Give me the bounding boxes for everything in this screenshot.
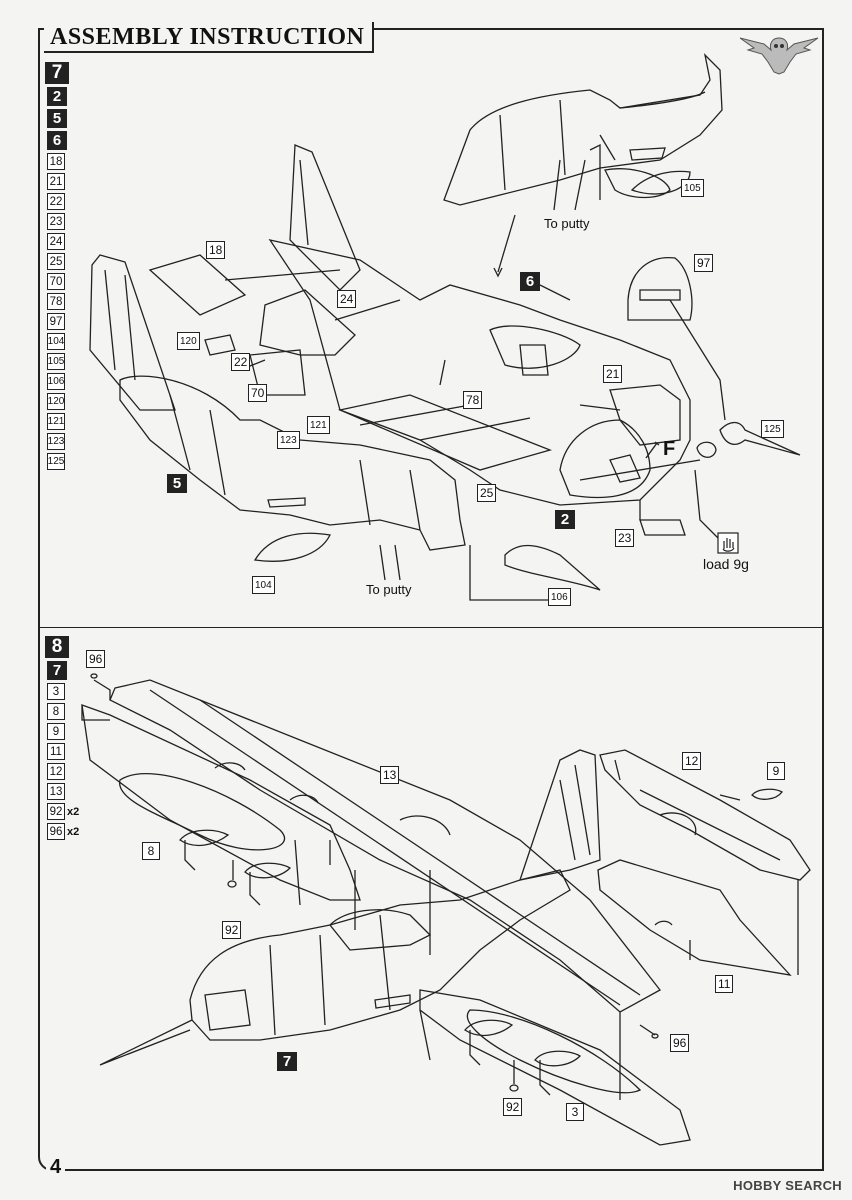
part-callout-78: 78	[463, 391, 483, 409]
part-number: 9	[47, 723, 65, 740]
part-callout-23: 23	[615, 529, 635, 547]
watermark: HOBBY SEARCH	[733, 1178, 842, 1193]
part-number: 104	[47, 333, 65, 350]
step8-number: 8	[45, 636, 69, 658]
part-number: 105	[47, 353, 65, 370]
part-number: 22	[47, 193, 65, 210]
part-callout-92: 92	[503, 1098, 523, 1116]
part-number: 92	[47, 803, 65, 820]
f-marker: F	[663, 438, 676, 460]
part-callout-11: 11	[715, 975, 734, 993]
part-callout-9: 9	[767, 762, 785, 780]
part-number: 23	[47, 213, 65, 230]
page-title: ASSEMBLY INSTRUCTION	[44, 22, 375, 53]
load-weight-note: load 9g	[703, 556, 749, 572]
part-callout-70: 70	[248, 384, 268, 402]
part-callout-3: 3	[566, 1103, 584, 1121]
part-number: 96	[47, 823, 65, 840]
prereq-step: 5	[47, 109, 67, 128]
part-number: 106	[47, 373, 65, 390]
part-quantity: x2	[67, 825, 80, 838]
part-callout-18: 18	[206, 241, 226, 259]
subassembly-marker: 7	[277, 1052, 297, 1071]
part-callout-121: 121	[307, 416, 330, 434]
part-callout-97: 97	[694, 254, 714, 272]
subassembly-marker: 6	[520, 272, 540, 291]
part-number: 3	[47, 683, 65, 700]
part-callout-105: 105	[681, 179, 704, 197]
part-number: 25	[47, 253, 65, 270]
part-number: 78	[47, 293, 65, 310]
part-callout-96: 96	[670, 1034, 690, 1052]
prereq-step: 2	[47, 87, 67, 106]
prereq-step: 7	[47, 661, 67, 680]
part-callout-106: 106	[548, 588, 571, 606]
part-number: 11	[47, 743, 65, 760]
owl-logo-icon	[739, 37, 819, 75]
part-callout-123: 123	[277, 431, 300, 449]
part-number: 125	[47, 453, 65, 470]
part-callout-21: 21	[603, 365, 623, 383]
part-callout-22: 22	[231, 353, 251, 371]
putty-note: To putty	[366, 582, 412, 597]
step-divider	[38, 627, 824, 628]
putty-note: To putty	[544, 216, 590, 231]
part-number: 24	[47, 233, 65, 250]
paint-brush-icon	[645, 441, 660, 459]
part-callout-24: 24	[337, 290, 357, 308]
part-quantity: x2	[67, 805, 80, 818]
part-callout-8: 8	[142, 842, 160, 860]
part-number: 8	[47, 703, 65, 720]
part-callout-104: 104	[252, 576, 275, 594]
step7-number: 7	[45, 62, 69, 84]
part-callout-13: 13	[380, 766, 400, 784]
subassembly-marker: 5	[167, 474, 187, 493]
part-number: 97	[47, 313, 65, 330]
part-callout-25: 25	[477, 484, 497, 502]
part-callout-96: 96	[86, 650, 106, 668]
part-number: 18	[47, 153, 65, 170]
part-number: 121	[47, 413, 65, 430]
part-number: 123	[47, 433, 65, 450]
page-frame	[38, 28, 824, 1171]
part-callout-125: 125	[761, 420, 784, 438]
part-callout-92: 92	[222, 921, 242, 939]
part-number: 21	[47, 173, 65, 190]
prereq-step: 6	[47, 131, 67, 150]
part-number: 12	[47, 763, 65, 780]
part-number: 120	[47, 393, 65, 410]
step7-parts-column: 7 2 5 6 18 21 22 23 24 25 70 78 97 104 1…	[45, 62, 69, 470]
part-callout-12: 12	[682, 752, 702, 770]
part-number: 13	[47, 783, 65, 800]
hand-press-icon	[717, 532, 739, 554]
page-number: 4	[46, 1156, 66, 1179]
part-callout-120: 120	[177, 332, 200, 350]
subassembly-marker: 2	[555, 510, 575, 529]
part-number: 70	[47, 273, 65, 290]
